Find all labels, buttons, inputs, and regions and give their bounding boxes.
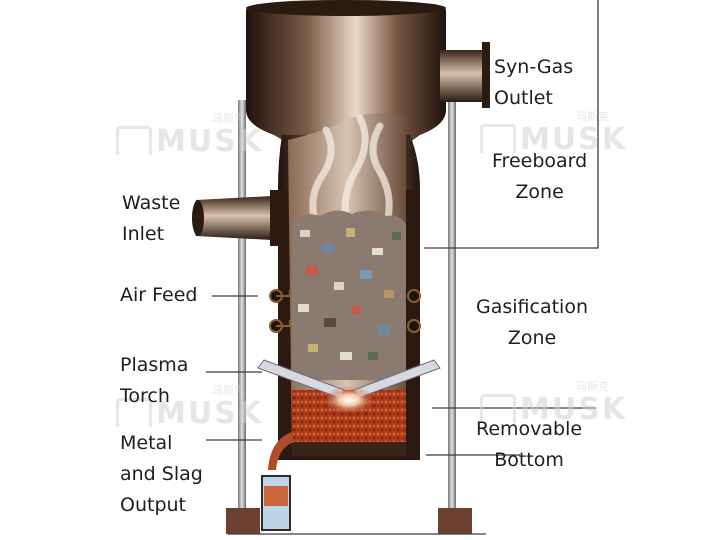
label-removable-bottom: Removable Bottom: [476, 418, 583, 471]
support-post-right: [448, 100, 456, 512]
slag-stream: [268, 432, 294, 470]
post-foot-right: [438, 508, 472, 534]
watermark-right-top: 马斯克 MUSK: [480, 110, 627, 157]
syngas-outlet-pipe: [440, 50, 484, 102]
label-syngas-outlet: Syn-Gas Outlet: [494, 56, 574, 109]
plasma-flame: [323, 386, 375, 414]
label-plasma-torch: Plasma Torch: [120, 354, 189, 407]
removable-bottom-plate: [292, 442, 406, 456]
label-freeboard-zone: Freeboard Zone: [492, 150, 588, 203]
label-metal-slag-output: Metal and Slag Output: [120, 432, 203, 516]
slag-container-fill: [264, 486, 288, 506]
vessel-rim: [246, 0, 446, 16]
support-post-left: [238, 100, 246, 512]
post-foot-left: [226, 508, 260, 534]
watermark-left: 马斯克 MUSK: [116, 112, 263, 159]
watermark-logo-icon: [116, 398, 152, 427]
waste-debris: [298, 228, 401, 360]
watermark-logo-icon: [116, 126, 152, 155]
label-waste-inlet: Waste Inlet: [122, 192, 181, 245]
label-gasification-zone: Gasification Zone: [476, 296, 588, 349]
watermark-logo-icon: [480, 394, 516, 423]
air-feed-nozzles-left: [269, 289, 291, 333]
syngas-outlet-flange: [482, 42, 490, 108]
waste-inlet-mouth: [192, 200, 204, 236]
leader-syngas: [424, 0, 599, 249]
air-feed-nozzles-right: [407, 289, 421, 333]
watermark-left-bottom: 马斯克 MUSK: [116, 384, 263, 431]
waste-inlet-pipe: [192, 196, 272, 240]
vessel-top-dome: [246, 0, 446, 142]
waste-inlet-flange: [270, 190, 280, 246]
watermark-right-bottom: 马斯克 MUSK: [480, 380, 627, 427]
label-air-feed: Air Feed: [120, 284, 198, 306]
watermark-logo-icon: [480, 124, 516, 153]
